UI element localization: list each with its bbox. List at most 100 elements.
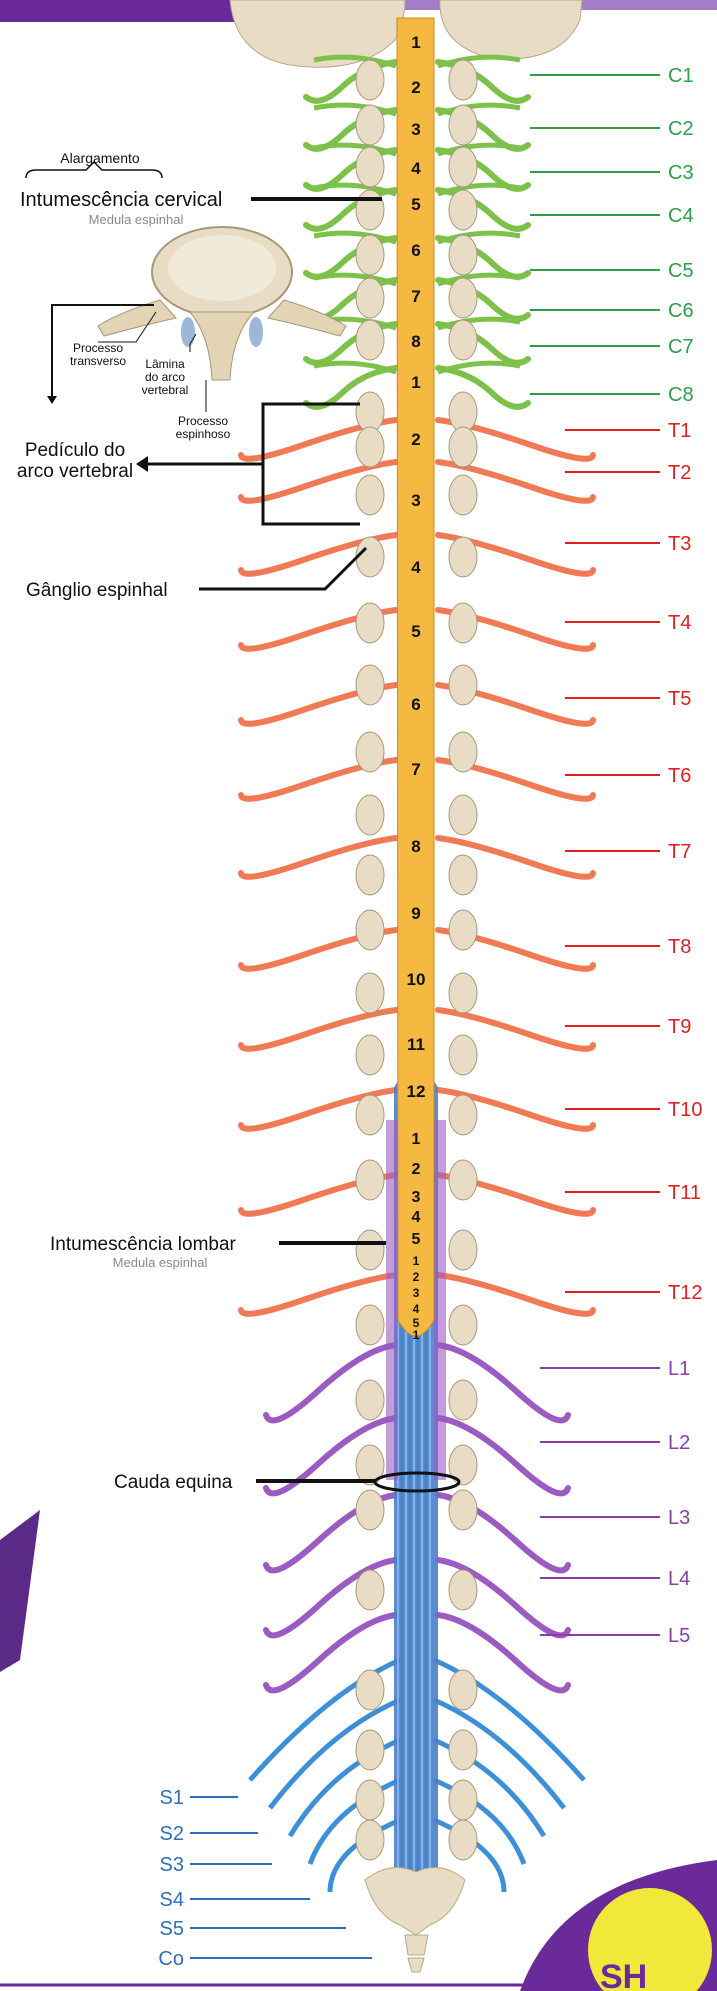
cervical-segment-1: 1 [411,33,420,52]
vertebra-piece-right [449,537,477,577]
nerve-label-text: L3 [668,1507,690,1529]
nerve-label-l3: L3 [540,1507,690,1529]
vertebra-piece-right [449,910,477,950]
thoracic-segment-8: 8 [411,837,420,856]
nerve-label-text: T10 [668,1099,702,1121]
label-processo-espinhoso: Processoespinhoso [176,414,231,441]
vertebra-piece-left [356,537,384,577]
lumbar-segment-4: 4 [412,1209,421,1226]
cervical-segment-4: 4 [411,159,421,178]
label-intumescencia-cervical: Intumescência cervical [20,189,222,211]
vertebra-piece-right [449,427,477,467]
vertebra-piece-right [449,1035,477,1075]
nerve-label-text: T3 [668,533,691,555]
nerve-label-s2: S2 [160,1823,258,1845]
nerve-label-t12: T12 [565,1282,702,1304]
nerve-label-c7: C7 [530,336,694,358]
nerve-label-s4: S4 [160,1889,310,1911]
nerve-label-c2: C2 [530,118,694,140]
vertebra-piece-left [356,190,384,230]
thoracic-segment-3: 3 [411,491,420,510]
lumbar-segment-5: 5 [412,1231,421,1248]
vertebra-piece-right [449,1160,477,1200]
nerve-label-text: C5 [668,260,694,282]
nerve-label-text: C1 [668,65,694,87]
vertebra-piece-right [449,475,477,515]
nerve-label-s3: S3 [160,1854,272,1876]
thoracic-segment-2: 2 [411,430,420,449]
nerve-label-c4: C4 [530,205,694,227]
nerve-branch-right [438,105,520,114]
decorative-stripe [0,1510,40,1672]
nerve-label-c8: C8 [530,384,694,406]
nerve-label-t11: T11 [565,1182,701,1204]
nerve-label-t7: T7 [565,841,691,863]
nerve-label-text: T7 [668,841,691,863]
vertebra-inset [98,227,346,380]
nerve-label-text: T5 [668,688,691,710]
nerve-label-text: C8 [668,384,694,406]
nerve-label-text: L4 [668,1568,690,1590]
vertebra-piece-left [356,603,384,643]
nerve-label-l5: L5 [540,1625,690,1647]
cervical-segment-5: 5 [411,195,420,214]
nerve-branch-right [438,233,520,242]
thoracic-segment-6: 6 [411,695,420,714]
vertebra-piece-left [356,1305,384,1345]
vertebra-piece-right [449,147,477,187]
nerve-branch-right [438,319,520,328]
nerve-label-t1: T1 [565,420,691,442]
sacral-segment-3: 3 [413,1286,420,1300]
vertebra-piece-left [356,278,384,318]
nerve-label-text: T11 [668,1182,701,1204]
thoracic-segment-4: 4 [411,558,421,577]
nerve-label-text: T4 [668,612,691,634]
label-ganglio: Gânglio espinhal [26,580,168,601]
nerve-label-l1: L1 [540,1358,690,1380]
vertebra-piece-right [449,235,477,275]
vertebra-piece-left [356,392,384,432]
sacral-segment-2: 2 [413,1270,420,1284]
cervical-segment-2: 2 [411,78,420,97]
nerve-label-text: L2 [668,1432,690,1454]
vertebra-piece-right [449,190,477,230]
lumbar-segment-2: 2 [412,1161,421,1178]
vertebra-piece-right [449,1305,477,1345]
nerve-branch-left [314,105,396,114]
vertebra-piece-right [449,1670,477,1710]
vertebra-piece-right [449,1445,477,1485]
nerve-label-l2: L2 [540,1432,690,1454]
nerve-label-c3: C3 [530,162,694,184]
nerve-label-text: L1 [668,1358,690,1380]
nerve-branch-right [438,275,520,284]
thoracic-segment-9: 9 [411,904,420,923]
vertebra-piece-left [356,1820,384,1860]
nerve-label-c5: C5 [530,260,694,282]
nerve-label-text: S1 [160,1787,184,1809]
vertebra-piece-left [356,475,384,515]
cervical-segment-7: 7 [411,287,420,306]
vertebra-piece-right [449,278,477,318]
vertebra-piece-left [356,1670,384,1710]
vertebra-piece-left [356,235,384,275]
vertebra-piece-right [449,1780,477,1820]
vertebra-piece-right [449,855,477,895]
nerve-label-text: Co [158,1948,184,1970]
sacrum [365,1868,465,1973]
nerve-branch-left [314,363,396,372]
vertebra-piece-left [356,427,384,467]
vertebra-piece-left [356,1380,384,1420]
vertebra-piece-right [449,973,477,1013]
nerve-label-text: S5 [160,1918,184,1940]
nerve-label-text: S2 [160,1823,184,1845]
badge-logo: SH [520,1860,717,1991]
vertebra-piece-left [356,973,384,1013]
label-intumescencia-lombar: Intumescência lombar [50,1234,237,1255]
vertebra-piece-right [449,665,477,705]
vertebra-piece-left [356,320,384,360]
vertebra-piece-right [449,1230,477,1270]
vertebra-piece-right [449,1820,477,1860]
